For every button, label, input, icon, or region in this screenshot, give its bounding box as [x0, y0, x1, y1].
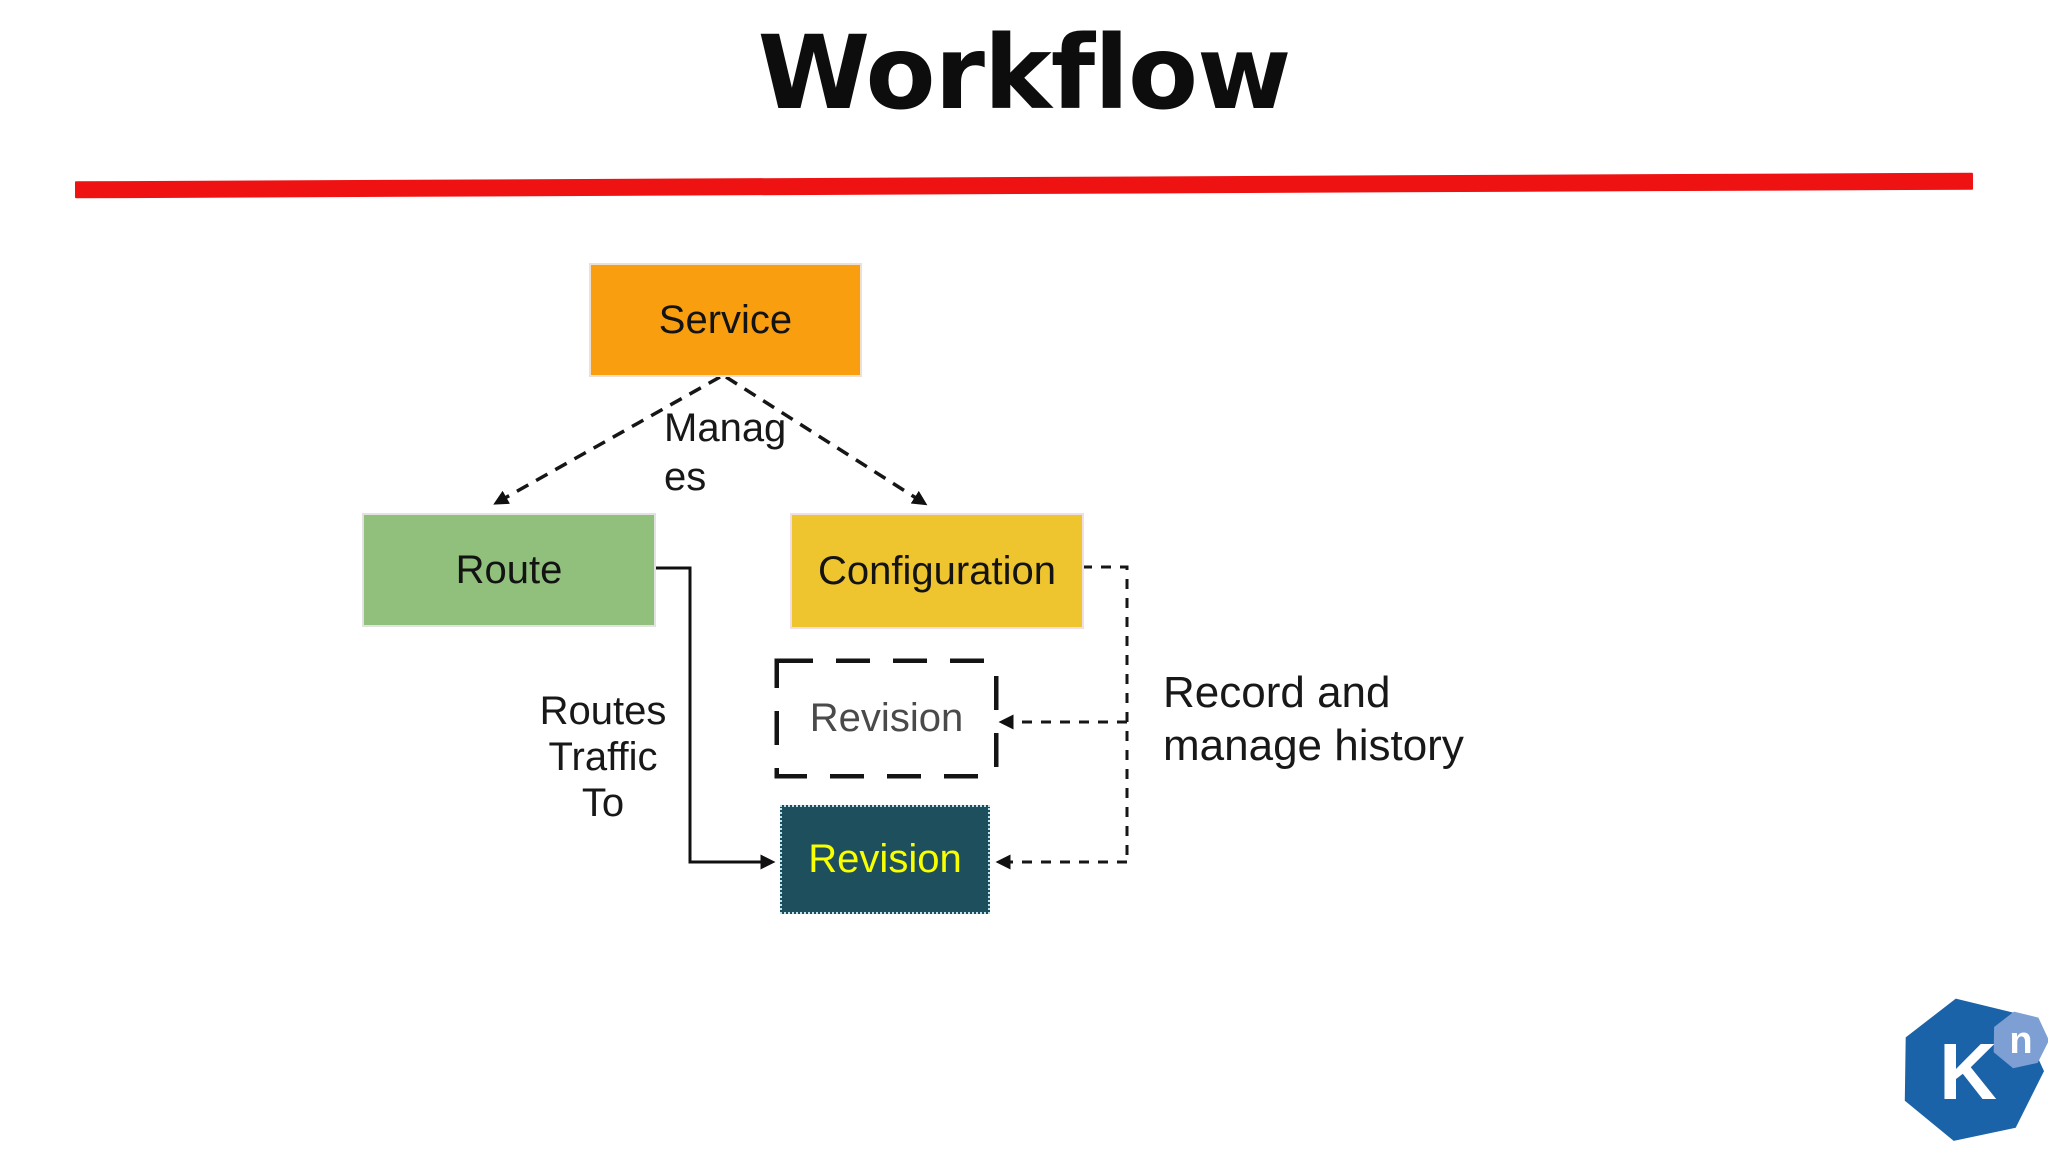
service-to-route-arrow	[493, 375, 721, 505]
node-revision-dashed-label: Revision	[809, 696, 964, 740]
knative-logo-hexagon-small	[1993, 1011, 2048, 1069]
node-revision-dashed: Revision	[779, 663, 994, 774]
record-history-edge-label: Record and manage history	[1163, 666, 1464, 772]
manages-edge-label: Manag es	[664, 404, 786, 502]
node-route-label: Route	[455, 547, 563, 592]
manages-line-2: es	[664, 455, 707, 499]
node-revision-active-label: Revision	[808, 837, 962, 881]
configuration-history-line	[1082, 565, 1129, 862]
knative-logo: K n	[1904, 998, 2048, 1141]
node-configuration: Configuration	[790, 513, 1084, 629]
knative-logo-k: K	[1939, 1027, 1997, 1116]
routes-traffic-line-1: Routes	[539, 689, 667, 733]
routes-traffic-line-2: Traffic	[548, 735, 658, 779]
record-history-line-2: manage history	[1163, 721, 1464, 770]
node-route: Route	[362, 513, 656, 627]
node-service-label: Service	[658, 297, 793, 342]
record-history-line-1: Record and	[1163, 668, 1391, 717]
knative-logo-n: n	[2009, 1020, 2032, 1062]
page-title: Workflow	[757, 14, 1292, 133]
node-configuration-label: Configuration	[818, 548, 1056, 593]
manages-line-1: Manag	[664, 406, 787, 450]
routes-traffic-line-3: To	[581, 781, 625, 825]
node-service: Service	[589, 263, 862, 377]
service-to-configuration-arrow	[725, 375, 928, 506]
routes-traffic-edge-label: Routes Traffic To	[532, 688, 674, 826]
node-revision-active: Revision	[780, 805, 990, 914]
route-to-revision-arrow	[652, 566, 776, 870]
